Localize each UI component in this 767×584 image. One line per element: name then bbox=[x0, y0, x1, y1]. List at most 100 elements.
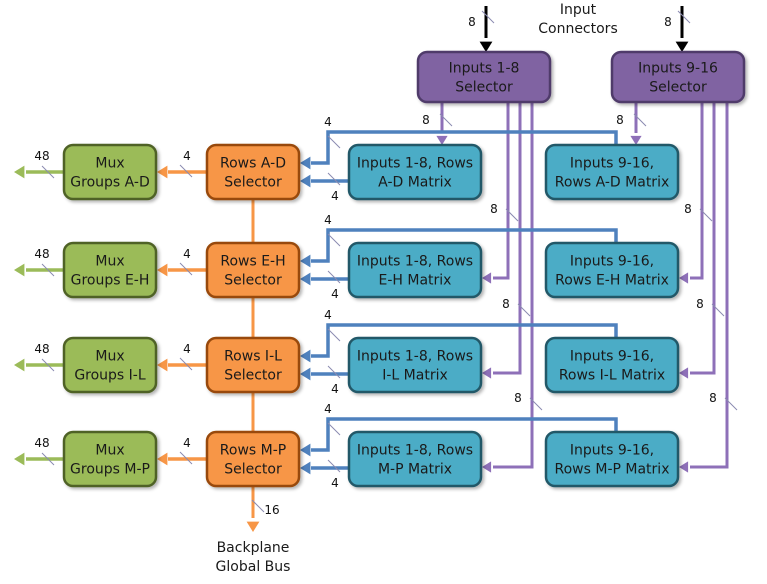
green-tick-row-E-H bbox=[41, 263, 55, 277]
row-selector-box-I-L-label-line-1: Rows I-L bbox=[224, 349, 282, 365]
orange-width-row-A-D: 4 bbox=[183, 149, 191, 163]
orange-tick-row-M-P bbox=[179, 451, 193, 465]
row-selector-box-I-L-label-line-2: Selector bbox=[224, 368, 282, 384]
purple-tick-sel1-row-E-H bbox=[505, 208, 519, 222]
blue-width-bottom-row-A-D: 4 bbox=[331, 189, 339, 203]
purple-arrow-sel1-row-M-P bbox=[482, 461, 492, 473]
matrix-inputs-9-16-box-E-H: Inputs 9-16,Rows E-H Matrix bbox=[544, 241, 680, 299]
matrix-inputs-9-16-box-A-D-shape bbox=[544, 143, 680, 201]
blue-width-top-row-M-P: 4 bbox=[324, 402, 332, 416]
mux-box-A-D-label-line-1: Mux bbox=[95, 156, 124, 172]
matrix-inputs-1-8-box-E-H-label-line-1: Inputs 1-8, Rows bbox=[357, 254, 473, 270]
purple-width-sel1-AD: 8 bbox=[422, 113, 430, 127]
row-selector-box-I-L: Rows I-L Selector bbox=[205, 336, 301, 394]
blue-arrow-top-row-M-P bbox=[300, 443, 311, 457]
input-connectors-caption-line-2: Connectors bbox=[538, 21, 618, 37]
blue-arrow-top-row-A-D bbox=[300, 156, 311, 170]
purple-line-sel2-row-E-H bbox=[690, 102, 704, 280]
purple-tick-sel1-row-M-P bbox=[529, 397, 543, 411]
matrix-inputs-1-8-box-I-L-shape bbox=[347, 336, 483, 394]
mux-box-M-P-label-line-2: Groups M-P bbox=[70, 462, 150, 478]
blue-tick-bottom-row-M-P bbox=[327, 459, 341, 473]
green-tick-row-M-P bbox=[41, 452, 55, 466]
blue-bus-top-row-A-D bbox=[311, 130, 618, 165]
purple-width-sel1-row-I-L: 8 bbox=[502, 297, 510, 311]
green-tick-row-A-D bbox=[41, 165, 55, 179]
purple-width-sel1-row-E-H: 8 bbox=[490, 202, 498, 216]
matrix-inputs-9-16-box-A-D-label-line-2: Rows A-D Matrix bbox=[555, 175, 670, 191]
green-width-row-I-L: 48 bbox=[34, 342, 49, 356]
matrix-inputs-9-16-box-I-L-label-line-2: Rows I-L Matrix bbox=[559, 368, 665, 384]
matrix-inputs-9-16-box-E-H-shape bbox=[544, 241, 680, 299]
blue-width-top-row-I-L: 4 bbox=[324, 308, 332, 322]
blue-tick-top-row-E-H bbox=[327, 233, 341, 247]
purple-line-sel1-row-I-L bbox=[493, 102, 522, 375]
green-width-row-M-P: 48 bbox=[34, 436, 49, 450]
mux-box-I-L-shape bbox=[62, 336, 158, 394]
mux-box-M-P-shape bbox=[62, 430, 158, 488]
mux-box-A-D-label-line-2: Groups A-D bbox=[70, 175, 149, 191]
purple-arrow-sel2-row-E-H bbox=[679, 272, 689, 284]
row-selector-box-M-P-label-line-1: Rows M-P bbox=[220, 443, 286, 459]
blue-arrow-bottom-row-I-L bbox=[300, 367, 311, 381]
blue-width-top-row-A-D: 4 bbox=[324, 115, 332, 129]
matrix-inputs-1-8-box-A-D-label-line-2: A-D Matrix bbox=[378, 175, 452, 191]
input-width-tick-1 bbox=[481, 10, 495, 24]
green-arrow-row-M-P bbox=[14, 452, 25, 466]
green-width-row-E-H: 48 bbox=[34, 247, 49, 261]
orange-tick-row-A-D bbox=[179, 164, 193, 178]
matrix-inputs-1-8-box-A-D-shape bbox=[347, 143, 483, 201]
backplane-caption-line-2: Global Bus bbox=[216, 559, 291, 575]
purple-tick-sel1-AD bbox=[439, 113, 453, 127]
input-width-label-2: 8 bbox=[664, 15, 672, 29]
blue-bus-top-row-E-H bbox=[311, 228, 618, 263]
input-selector-box-1-8-label-line-2: Selector bbox=[455, 80, 513, 96]
purple-arrow-sel2-row-I-L bbox=[679, 367, 689, 379]
blue-bus-top-row-M-P bbox=[311, 417, 618, 452]
input-width-label-1: 8 bbox=[468, 15, 476, 29]
purple-tick-sel2-row-E-H bbox=[699, 208, 713, 222]
row-selector-box-I-L-shape bbox=[205, 336, 301, 394]
blue-tick-bottom-row-A-D bbox=[327, 172, 341, 186]
blue-width-bottom-row-M-P: 4 bbox=[331, 476, 339, 490]
purple-width-sel2-row-M-P: 8 bbox=[709, 391, 717, 405]
blue-tick-top-row-I-L bbox=[327, 328, 341, 342]
row-selector-box-E-H-shape bbox=[205, 241, 301, 299]
input-selector-box-9-16-label-line-1: Inputs 9-16 bbox=[638, 61, 718, 77]
orange-width-row-E-H: 4 bbox=[183, 247, 191, 261]
purple-tick-sel2-row-I-L bbox=[711, 303, 725, 317]
matrix-inputs-9-16-box-M-P-label-line-1: Inputs 9-16, bbox=[570, 443, 654, 459]
matrix-inputs-1-8-box-A-D-label-line-1: Inputs 1-8, Rows bbox=[357, 156, 473, 172]
matrix-inputs-1-8-box-E-H-label-line-2: E-H Matrix bbox=[379, 273, 452, 289]
row-selector-box-A-D-label-line-1: Rows A-D bbox=[220, 156, 286, 172]
orange-width-row-M-P: 4 bbox=[183, 436, 191, 450]
backplane-arrow bbox=[246, 521, 260, 532]
row-selector-box-M-P-shape bbox=[205, 430, 301, 488]
green-arrow-row-A-D bbox=[14, 165, 25, 179]
purple-width-sel2-row-I-L: 8 bbox=[696, 297, 704, 311]
input-connector-arrow-1 bbox=[479, 41, 493, 52]
orange-arrow-row-M-P bbox=[157, 452, 168, 466]
orange-tick-row-E-H bbox=[179, 262, 193, 276]
row-selector-box-E-H-label-line-2: Selector bbox=[224, 273, 282, 289]
purple-arrow-sel2-row-M-P bbox=[679, 461, 689, 473]
backplane-width-tick bbox=[251, 499, 265, 513]
green-arrow-row-I-L bbox=[14, 358, 25, 372]
purple-line-sel2-row-M-P bbox=[690, 102, 729, 469]
matrix-inputs-9-16-box-A-D: Inputs 9-16,Rows A-D Matrix bbox=[544, 143, 680, 201]
blue-bus-top-row-I-L bbox=[311, 323, 618, 358]
row-selector-box-A-D-shape bbox=[205, 143, 301, 201]
input-selector-box-9-16-label-line-2: Selector bbox=[649, 80, 707, 96]
input-connectors-caption-line-1: Input bbox=[560, 2, 597, 18]
mux-box-E-H-label-line-1: Mux bbox=[95, 254, 124, 270]
